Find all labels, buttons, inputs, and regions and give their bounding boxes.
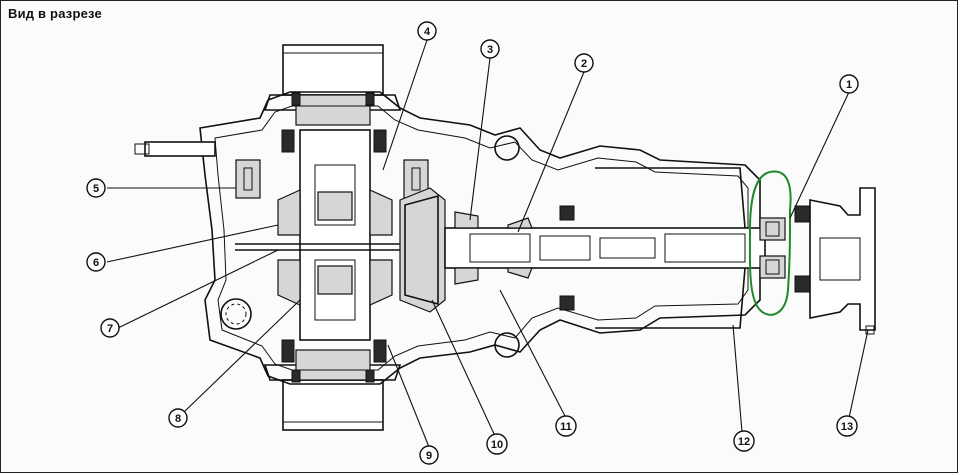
callout-4: 4	[417, 21, 437, 41]
callout-2: 2	[574, 53, 594, 73]
callout-4-text: 4	[424, 26, 431, 38]
callout-9: 9	[419, 445, 439, 465]
diagram-title: Вид в разрезе	[8, 6, 102, 21]
callout-13: 13	[836, 415, 858, 437]
callout-7-text: 7	[107, 323, 113, 335]
callout-1: 1	[839, 74, 859, 94]
callout-13-text: 13	[841, 421, 853, 433]
callout-5-text: 5	[93, 183, 99, 195]
lower-axle-housing	[263, 349, 402, 431]
callout-5: 5	[86, 178, 106, 198]
callout-3: 3	[480, 39, 500, 59]
highlight-loop	[748, 170, 792, 316]
callout-10-text: 10	[491, 439, 503, 451]
callout-2-text: 2	[581, 58, 587, 70]
differential-housing	[134, 91, 761, 385]
callout-7: 7	[100, 318, 120, 338]
callout-6-text: 6	[93, 257, 99, 269]
drive-pinion-shaft	[444, 167, 766, 329]
callout-1-text: 1	[846, 79, 852, 91]
callout-11: 11	[555, 415, 577, 437]
callout-9-text: 9	[426, 450, 432, 462]
ring-gear	[399, 187, 446, 313]
callout-10: 10	[486, 433, 508, 455]
callout-11-text: 11	[560, 421, 572, 433]
callout-12-text: 12	[738, 436, 750, 448]
callout-3-text: 3	[487, 44, 493, 56]
callout-6: 6	[86, 252, 106, 272]
companion-flange	[759, 187, 876, 335]
leader-lines	[106, 39, 869, 448]
callout-8-text: 8	[175, 413, 181, 425]
differential-carrier	[235, 129, 450, 363]
callout-8: 8	[168, 408, 188, 428]
callout-12: 12	[733, 430, 755, 452]
upper-axle-housing	[263, 44, 402, 126]
